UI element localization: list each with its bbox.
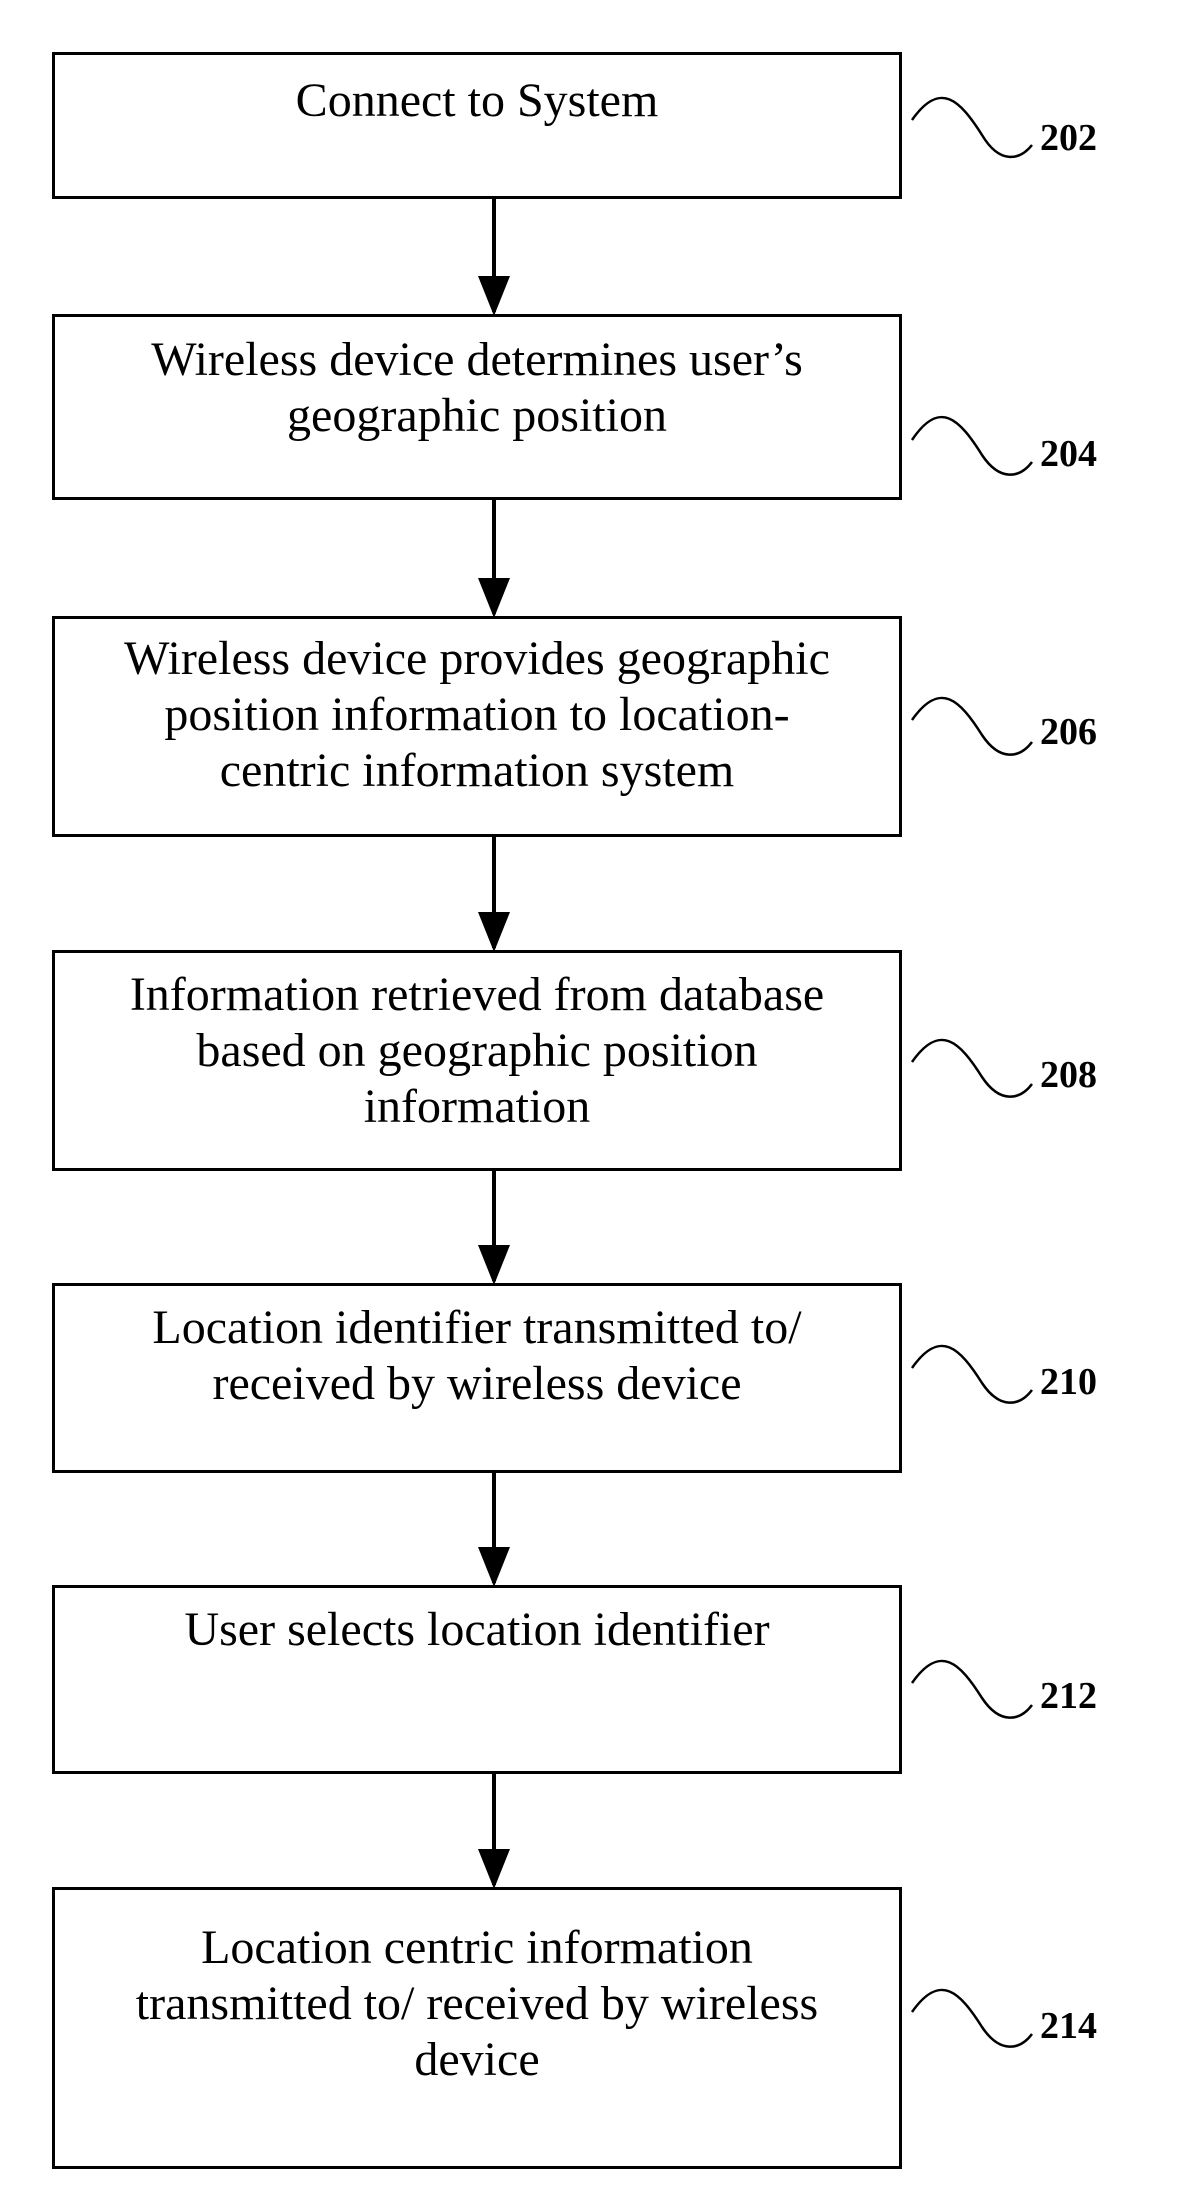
step-box-provide-position: Wireless device provides geographic posi… — [52, 616, 902, 837]
leader-208 — [912, 1040, 1032, 1097]
step-box-connect-to-system: Connect to System — [52, 52, 902, 199]
step-text-line: based on geographic position — [196, 1023, 757, 1079]
leader-206 — [912, 698, 1032, 755]
reference-numeral-204: 204 — [1040, 434, 1097, 474]
step-text-line: Location centric information — [201, 1920, 753, 1976]
reference-numeral-214: 214 — [1040, 2006, 1097, 2046]
step-text-line: Location identifier transmitted to/ — [152, 1300, 801, 1356]
leader-202 — [912, 98, 1032, 157]
step-text-line: Connect to System — [296, 73, 659, 129]
reference-numeral-206: 206 — [1040, 712, 1097, 752]
step-text-line: User selects location identifier — [184, 1602, 769, 1658]
reference-numeral-208: 208 — [1040, 1055, 1097, 1095]
step-text-line: Wireless device determines user’s — [151, 332, 803, 388]
step-text-line: position information to location- — [164, 687, 789, 743]
step-box-location-info-transmitted: Location centric information transmitted… — [52, 1887, 902, 2169]
step-text-line: transmitted to/ received by wireless — [136, 1976, 818, 2032]
reference-numeral-210: 210 — [1040, 1362, 1097, 1402]
step-box-location-identifier-transmitted: Location identifier transmitted to/ rece… — [52, 1283, 902, 1473]
step-text-line: geographic position — [287, 388, 667, 444]
step-text-line: information — [364, 1079, 591, 1135]
reference-numeral-202: 202 — [1040, 118, 1097, 158]
step-text-line: received by wireless device — [212, 1356, 741, 1412]
step-text-line: device — [414, 2032, 539, 2088]
step-text-line: Wireless device provides geographic — [124, 631, 830, 687]
step-text-line: Information retrieved from database — [130, 967, 824, 1023]
step-box-user-selects-identifier: User selects location identifier — [52, 1585, 902, 1774]
step-text-line: centric information system — [220, 743, 735, 799]
leader-214 — [912, 1990, 1032, 2047]
step-box-determine-position: Wireless device determines user’s geogra… — [52, 314, 902, 500]
leader-210 — [912, 1346, 1032, 1403]
reference-numeral-212: 212 — [1040, 1676, 1097, 1716]
step-box-retrieve-information: Information retrieved from database base… — [52, 950, 902, 1171]
leader-204 — [912, 417, 1032, 475]
leader-212 — [912, 1661, 1032, 1718]
